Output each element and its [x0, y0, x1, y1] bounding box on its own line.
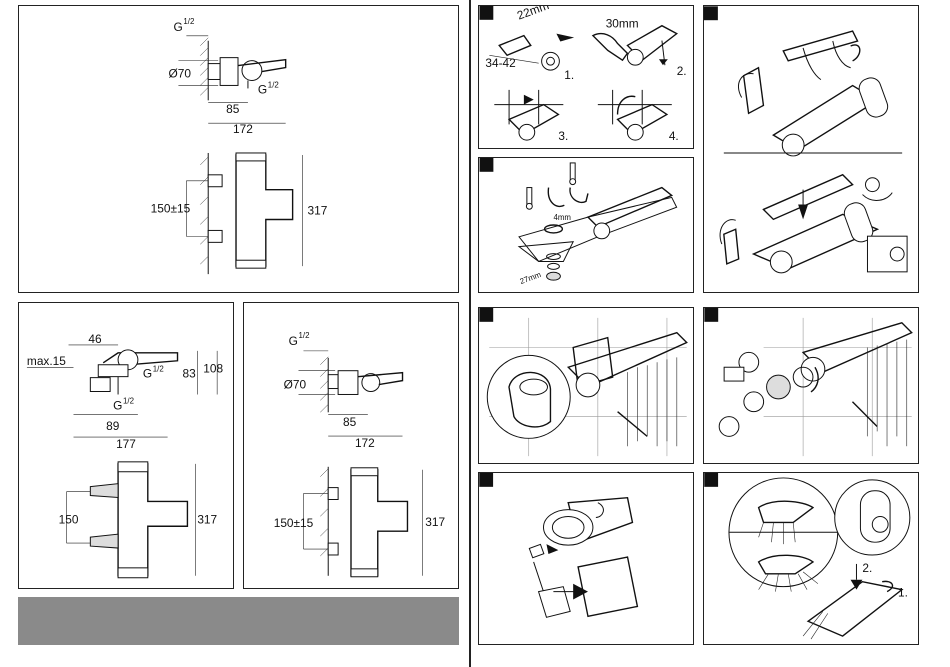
dim-4mm: 4mm — [553, 213, 571, 222]
max-15: max.15 — [27, 354, 66, 368]
len-85: 85 — [226, 102, 240, 116]
thread-a: G — [143, 367, 152, 381]
step-panel-7: 2. 1. — [703, 472, 919, 645]
svg-text:1/2: 1/2 — [268, 80, 280, 89]
thread-b: G — [113, 398, 122, 412]
len-172: 172 — [233, 122, 253, 136]
num-1-final: 1. — [898, 586, 908, 600]
step-panel-2 — [703, 5, 919, 293]
dim-27mm: 27mm — [519, 270, 543, 286]
thread-frac-a: 1/2 — [153, 365, 164, 374]
thread-frac-b: 1/2 — [123, 396, 134, 405]
num-4: 4. — [669, 129, 679, 143]
len-85-r: 85 — [343, 415, 357, 429]
num-3: 3. — [558, 129, 568, 143]
thread-label-r: G — [289, 334, 298, 348]
h-108: 108 — [203, 362, 223, 376]
height-317: 317 — [308, 204, 328, 218]
thread-label-2: G — [258, 82, 267, 96]
thread-frac: 1/2 — [183, 17, 195, 26]
spacing-label: 150±15 — [151, 202, 191, 216]
diameter-label: Ø70 — [168, 67, 191, 81]
step-panel-1: 22mm 34-42 1. 30mm 2. 3. 4. — [478, 5, 694, 149]
w-177: 177 — [116, 437, 136, 451]
num-2: 2. — [677, 64, 687, 78]
dim-30: 30mm — [606, 17, 639, 31]
thread-label: G — [173, 20, 182, 34]
step-panel-6 — [478, 472, 694, 645]
num-1: 1. — [564, 68, 574, 82]
spacing-150: 150 — [59, 512, 79, 526]
gray-bar — [18, 597, 459, 645]
depth-46: 46 — [88, 332, 102, 346]
len-172-r: 172 — [355, 436, 375, 450]
thread-frac-r: 1/2 — [298, 331, 309, 340]
height-317-r: 317 — [425, 515, 445, 529]
range-34-42: 34-42 — [485, 56, 515, 70]
step-panel-3: 4mm 27mm — [478, 157, 694, 293]
step-panel-5 — [703, 307, 919, 464]
step-panel-4 — [478, 307, 694, 464]
height-317-b: 317 — [197, 512, 217, 526]
dimension-drawing-top: G 1/2 Ø70 G 1/2 85 172 150±15 317 — [18, 5, 459, 293]
page-divider — [469, 0, 471, 667]
w-89: 89 — [106, 419, 120, 433]
dimension-drawing-bottom-right: G 1/2 Ø70 85 172 150±15 317 — [243, 302, 459, 589]
spacing-r: 150±15 — [274, 516, 314, 530]
num-2-final: 2. — [862, 561, 872, 575]
diameter-r: Ø70 — [284, 378, 307, 392]
dimension-drawing-bottom-left: 46 max.15 G 1/2 83 108 G 1/2 89 177 150 … — [18, 302, 234, 589]
dim-22: 22mm — [515, 6, 551, 23]
h-83: 83 — [182, 367, 196, 381]
